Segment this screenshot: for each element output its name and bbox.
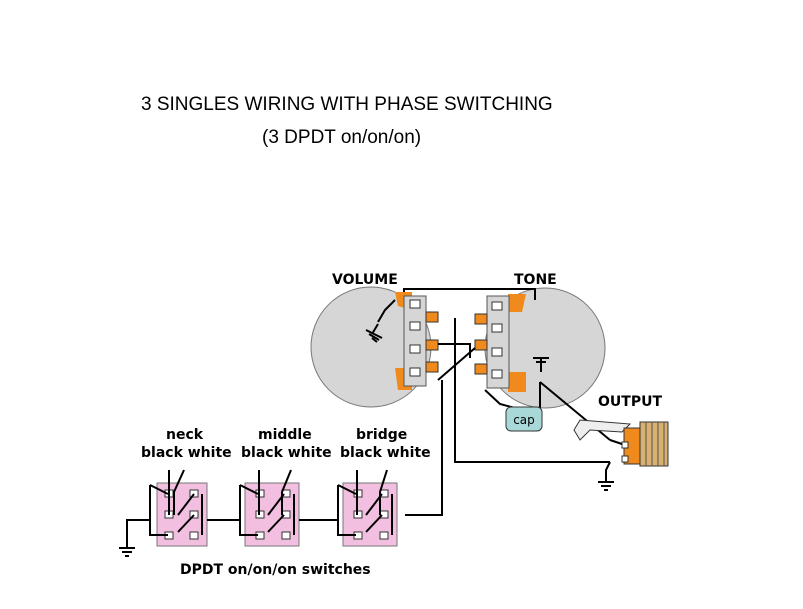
switch-bridge-wires: black white	[340, 445, 431, 461]
ground-icon	[119, 547, 135, 557]
volume-lugs	[395, 292, 439, 390]
ground-icon	[365, 323, 383, 343]
ground-icon	[533, 357, 549, 372]
diagram-title: 3 SINGLES WIRING WITH PHASE SWITCHING	[141, 94, 553, 115]
switch-neck-wires: black white	[141, 445, 232, 461]
tone-label: TONE	[514, 272, 557, 288]
ground-icon	[598, 481, 614, 491]
switch-neck-name: neck	[166, 427, 204, 443]
switch-wires	[126, 469, 393, 548]
switch-bridge-name: bridge	[356, 427, 408, 443]
switches-caption: DPDT on/on/on switches	[180, 562, 371, 578]
output-label: OUTPUT	[598, 394, 662, 410]
diagram-subtitle: (3 DPDT on/on/on)	[262, 127, 422, 148]
pot-wires	[377, 288, 611, 516]
switch-middle-name: middle	[258, 427, 312, 443]
capacitor	[505, 406, 543, 432]
tone-lugs	[474, 294, 526, 392]
volume-label: VOLUME	[332, 272, 398, 288]
output-jack	[573, 419, 669, 467]
switch-middle-wires: black white	[241, 445, 332, 461]
output-wires	[605, 439, 623, 482]
cap-label: cap	[513, 413, 535, 427]
